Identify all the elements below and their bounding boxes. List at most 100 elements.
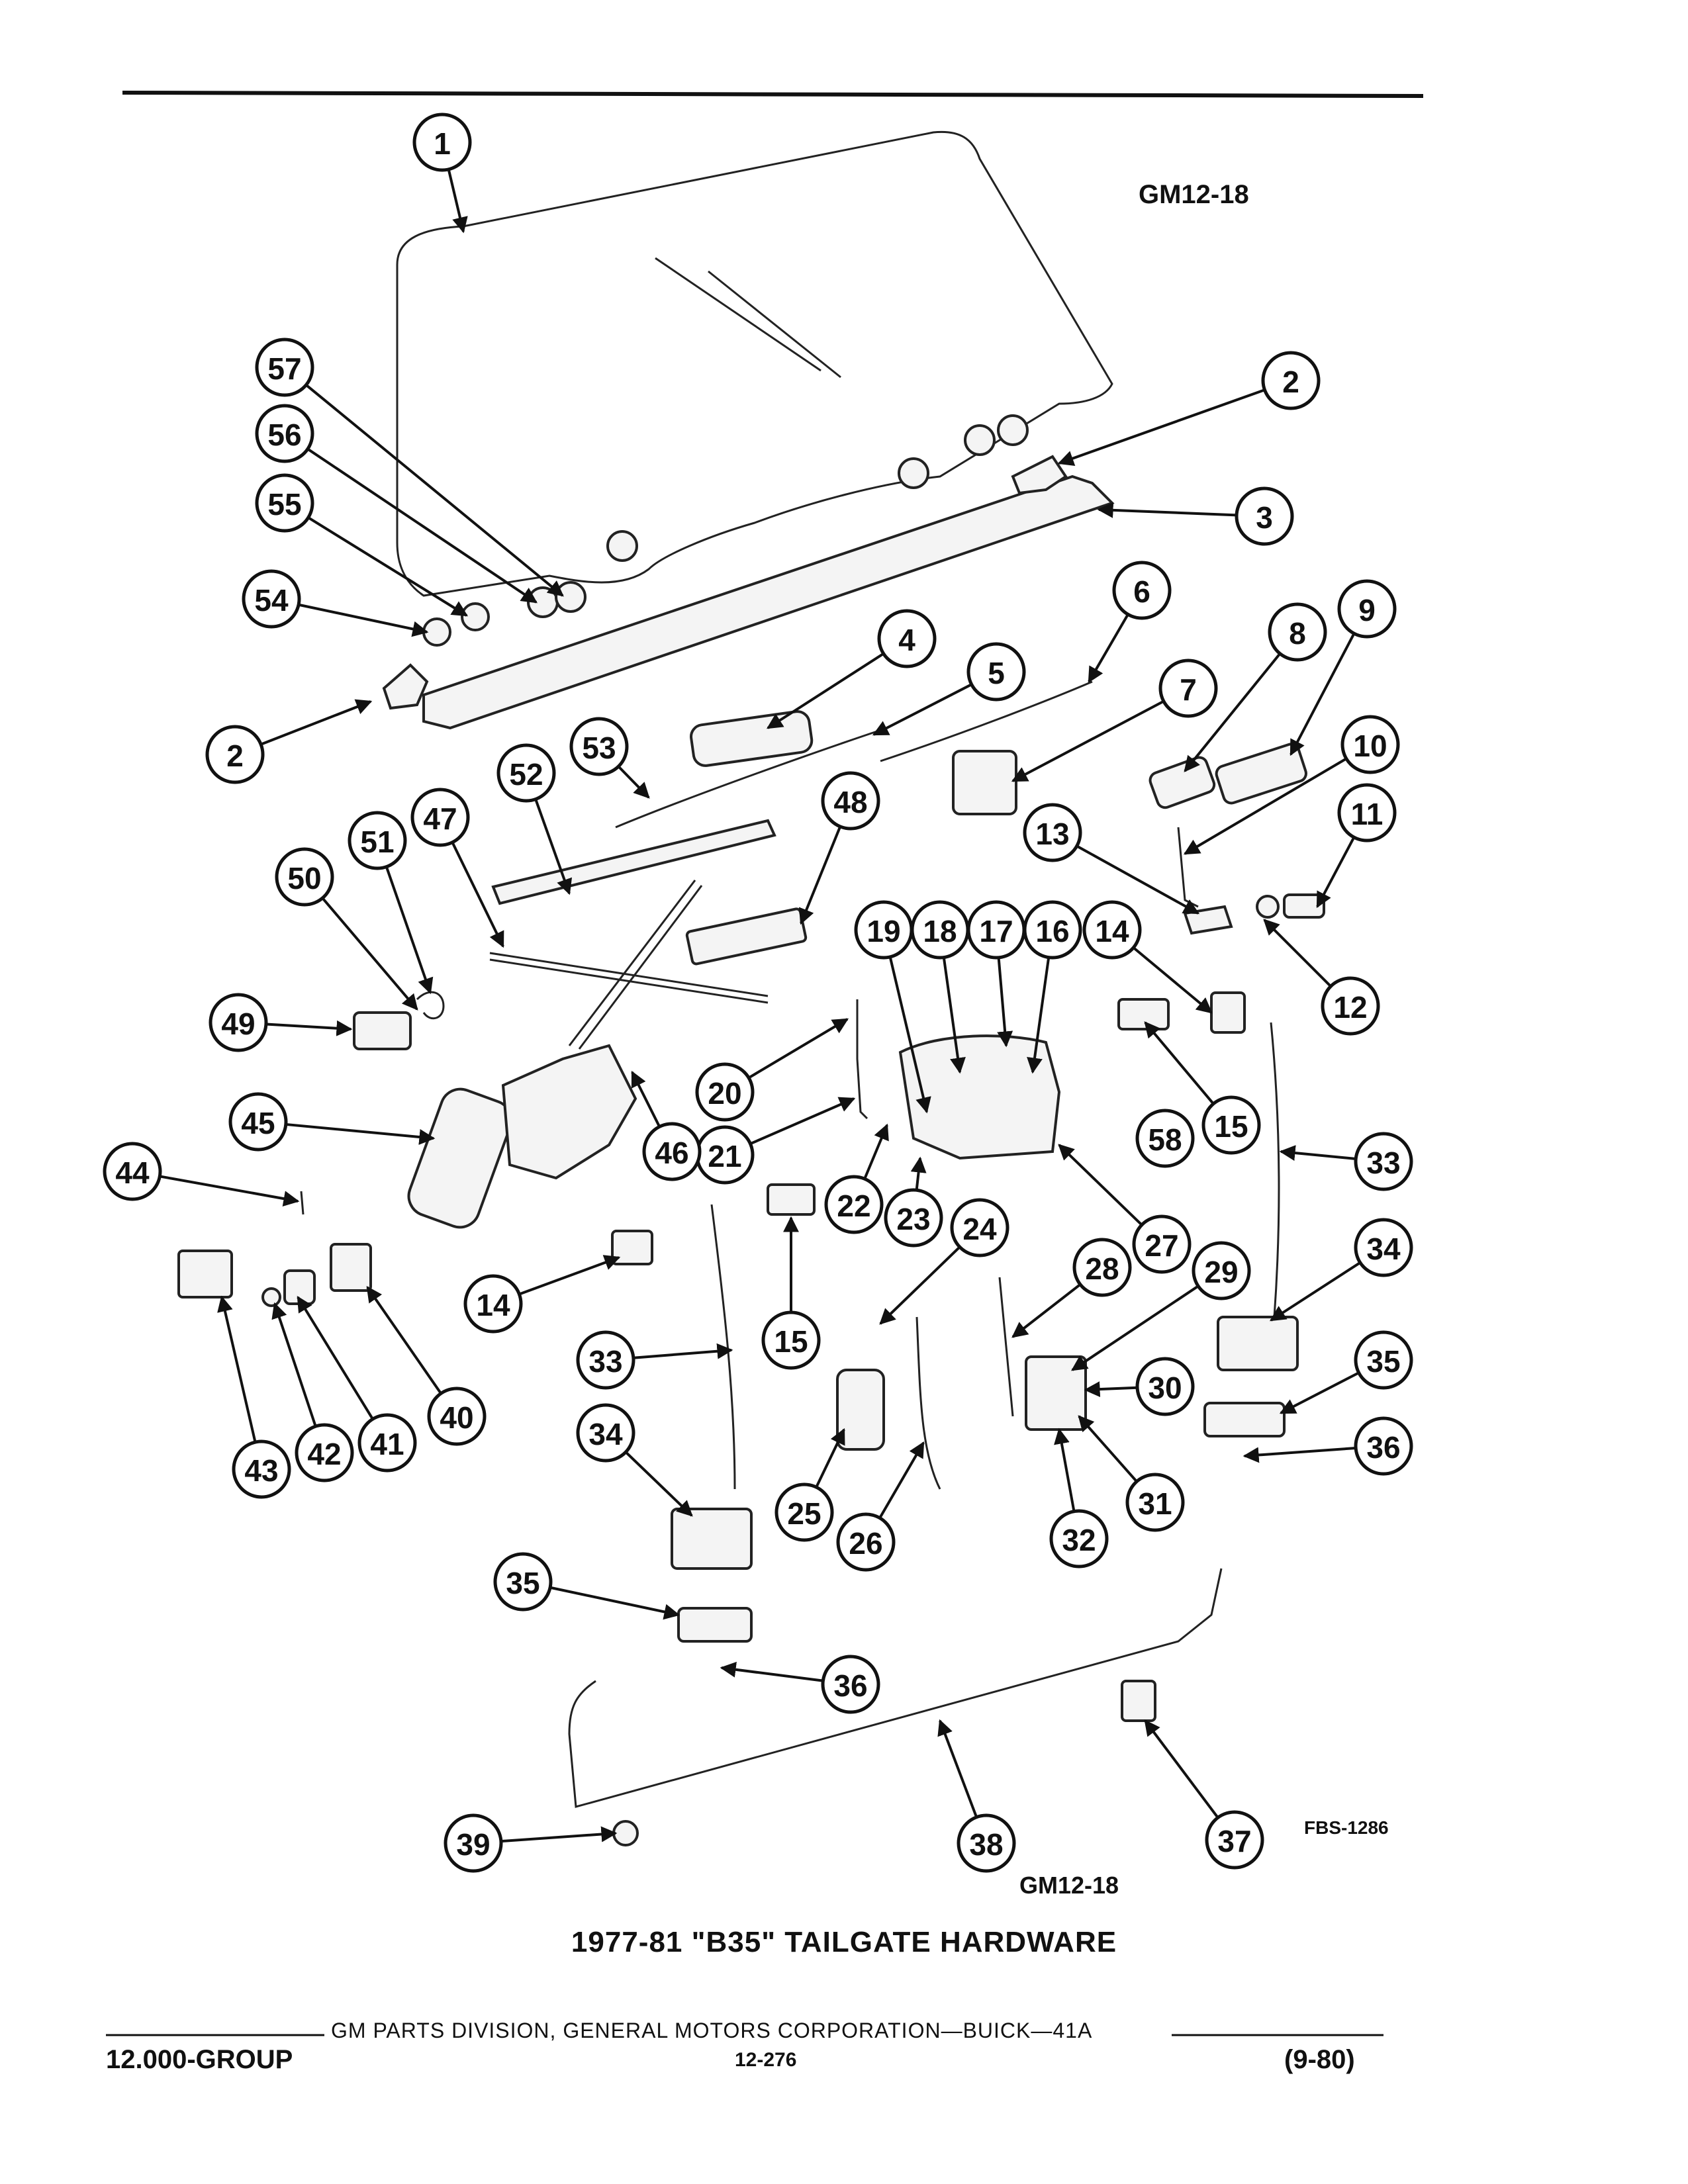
callout-number: 54	[254, 583, 289, 617]
callout-27: 27	[1132, 1214, 1192, 1274]
callout-34: 34	[576, 1403, 635, 1463]
callout-leader	[321, 897, 418, 1011]
callout-33: 33	[1354, 1132, 1413, 1191]
glass-reflection	[655, 257, 821, 372]
callout-number: 44	[115, 1156, 150, 1190]
callout-leader	[297, 1295, 374, 1420]
callout-balloon	[966, 642, 1026, 702]
callout-54: 54	[242, 569, 301, 629]
callout-number: 17	[979, 914, 1013, 948]
callout-number: 47	[423, 801, 457, 836]
callout-43: 43	[232, 1439, 291, 1499]
figure-id-top: GM12-18	[1139, 180, 1249, 209]
hinge-plate	[1203, 1402, 1286, 1437]
callout-leader	[1269, 1261, 1361, 1322]
callout-balloon	[1201, 1095, 1261, 1155]
callout-number: 41	[370, 1427, 404, 1461]
footer-date: (9-80)	[1284, 2045, 1355, 2074]
callout-leader	[1076, 844, 1200, 915]
callout-balloon	[1132, 1214, 1192, 1274]
callout-balloon	[348, 811, 407, 870]
callout-number: 35	[506, 1566, 539, 1600]
callout-leader	[500, 1826, 618, 1843]
callout-balloon	[1049, 1509, 1109, 1569]
callout-number: 15	[774, 1324, 808, 1359]
roller	[555, 581, 586, 613]
callout-leader	[879, 1246, 961, 1325]
callout-leader	[307, 516, 469, 617]
callout-number: 53	[582, 731, 616, 765]
callout-balloon	[824, 1175, 884, 1234]
callout-balloon	[103, 1142, 162, 1201]
roller	[606, 530, 638, 562]
callout-5: 5	[966, 642, 1026, 702]
callout-balloon	[774, 1482, 834, 1542]
callout-number: 37	[1217, 1824, 1251, 1858]
callout-48: 48	[821, 771, 880, 831]
rod	[856, 999, 868, 1120]
callout-balloon	[357, 1413, 417, 1473]
seal	[1256, 895, 1280, 919]
callout-leader	[863, 1123, 889, 1179]
callout-leader	[260, 699, 373, 746]
regulator	[501, 1044, 637, 1180]
callout-balloon	[1023, 803, 1082, 862]
callout-3: 3	[1235, 486, 1294, 546]
callout-number: 32	[1062, 1523, 1096, 1557]
callout-leader	[366, 1286, 442, 1394]
callout-53: 53	[569, 717, 629, 776]
roller	[422, 617, 451, 647]
spring	[416, 991, 445, 1020]
callout-balloon	[836, 1512, 896, 1572]
callout-number: 28	[1085, 1251, 1119, 1286]
torque-rod	[568, 1568, 1223, 1808]
hinge	[177, 1250, 233, 1298]
callout-34: 34	[1354, 1218, 1413, 1277]
callout-36: 36	[821, 1655, 880, 1714]
roller	[461, 602, 490, 631]
bezel	[1215, 743, 1307, 805]
callout-35: 35	[1354, 1330, 1413, 1390]
callout-number: 29	[1204, 1255, 1238, 1289]
hinge	[671, 1508, 753, 1570]
callout-leader	[265, 1020, 353, 1036]
callout-leader	[534, 798, 573, 895]
callout-balloon	[1072, 1238, 1132, 1297]
callout-number: 43	[244, 1453, 278, 1488]
callout-balloon	[493, 1552, 553, 1612]
callout-45: 45	[228, 1092, 288, 1152]
callout-balloon	[821, 1655, 880, 1714]
support-cable	[1270, 1022, 1280, 1318]
callout-number: 42	[307, 1437, 341, 1471]
callout-number: 31	[1138, 1486, 1172, 1521]
callout-number: 16	[1035, 914, 1069, 948]
callout-44: 44	[103, 1142, 162, 1201]
guide	[685, 907, 808, 966]
callout-balloon	[1112, 561, 1172, 620]
rod	[915, 1316, 941, 1490]
callout-22: 22	[824, 1175, 884, 1234]
callout-6: 6	[1112, 561, 1172, 620]
callout-leader	[1144, 1021, 1215, 1105]
figure-title: 1977-81 "B35" TAILGATE HARDWARE	[571, 1926, 1117, 1958]
parts-drawing	[177, 130, 1325, 1846]
callout-balloon	[209, 993, 268, 1052]
motor	[407, 1087, 513, 1229]
callout-leader	[447, 169, 468, 234]
callout-number: 11	[1351, 797, 1383, 831]
callout-31: 31	[1125, 1473, 1185, 1532]
callout-number: 51	[360, 825, 394, 859]
callout-leader	[1054, 1428, 1076, 1512]
callout-number: 9	[1358, 593, 1376, 627]
callout-33: 33	[576, 1330, 635, 1390]
callout-52: 52	[496, 743, 556, 803]
rod	[1177, 827, 1199, 908]
callout-leader	[1011, 1283, 1082, 1338]
roller	[964, 424, 996, 456]
callout-leader	[1184, 653, 1282, 772]
callout-58: 58	[1135, 1109, 1195, 1168]
callout-number: 4	[898, 623, 915, 657]
callout-number: 49	[221, 1007, 255, 1041]
callout-41: 41	[357, 1413, 417, 1473]
callout-1: 1	[412, 113, 472, 172]
